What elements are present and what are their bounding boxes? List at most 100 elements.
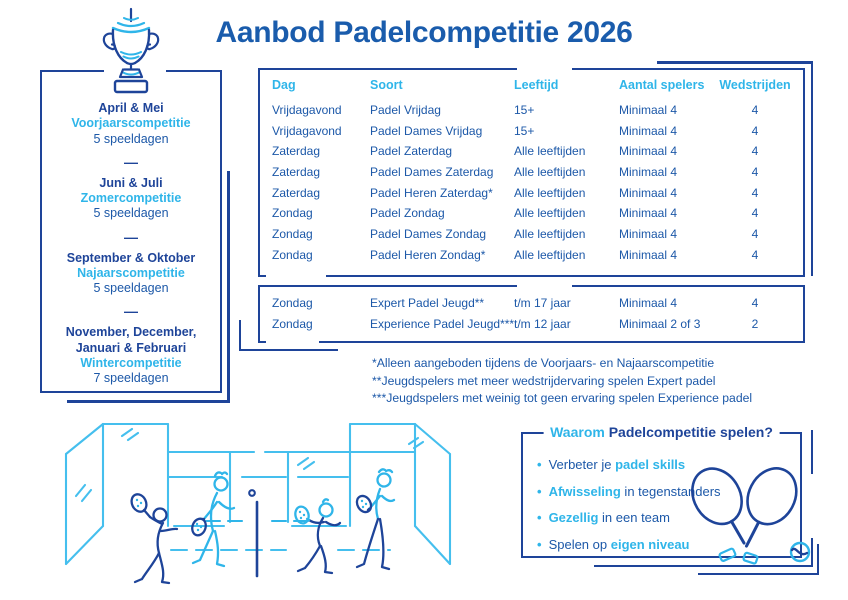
cell-aantal-spelers: Minimaal 4 xyxy=(619,206,678,221)
season-list: April & Mei Voorjaarscompetitie 5 speeld… xyxy=(42,72,220,391)
cell-wedstrijden: 4 xyxy=(751,227,759,242)
table-row: Zondag Experience Padel Jeugd*** t/m 12 … xyxy=(272,317,803,338)
cell-aantal-spelers: Minimaal 4 xyxy=(619,103,678,117)
why-bullet: • Spelen op eigen niveau xyxy=(537,537,721,552)
season-separator: — xyxy=(124,153,138,170)
column-header: Dag xyxy=(272,78,296,92)
border-gap xyxy=(517,282,572,291)
season-months: September & Oktober xyxy=(66,250,196,265)
cell-leeftijd: t/m 17 jaar xyxy=(514,296,571,310)
season-item: November, December, Januari & Februari W… xyxy=(51,325,211,386)
why-bullet-list: • Verbeter je padel skills • Afwisseling… xyxy=(537,457,721,563)
cell-dag: Zondag xyxy=(272,296,313,310)
bullet-text: Gezellig in een team xyxy=(548,510,670,525)
why-offset-corner-1 xyxy=(810,538,813,567)
trophy-icon xyxy=(102,7,160,94)
cell-dag: Zondag xyxy=(272,316,313,331)
cell-leeftijd: Alle leeftijden xyxy=(514,206,586,221)
why-title: Waarom Padelcompetitie spelen? xyxy=(543,424,780,440)
cell-dag: Vrijdagavond xyxy=(272,123,342,138)
youth-table-body: Zondag Expert Padel Jeugd** t/m 17 jaar … xyxy=(272,296,803,337)
table-row: Zondag Expert Padel Jeugd** t/m 17 jaar … xyxy=(272,296,803,317)
season-months: April & Mei xyxy=(98,101,164,115)
bullet-text: Verbeter je padel skills xyxy=(548,457,686,472)
cell-dag: Zondag xyxy=(272,227,313,242)
bullet-icon: • xyxy=(537,483,542,499)
cell-leeftijd: Alle leeftijden xyxy=(514,144,586,159)
border-gap xyxy=(517,65,572,74)
season-separator: — xyxy=(124,228,138,245)
cell-dag: Zaterdag xyxy=(272,144,321,159)
season-name: Wintercompetitie xyxy=(80,355,182,370)
table-row: Vrijdagavond Padel Dames Vrijdag 15+ Min… xyxy=(272,124,803,145)
bullet-text: Afwisseling in tegenstanders xyxy=(548,483,721,499)
table-row: Zaterdag Padel Zaterdag Alle leeftijden … xyxy=(272,144,803,165)
why-offset-line-bottom-2 xyxy=(698,572,819,575)
cell-dag: Zondag xyxy=(272,206,313,221)
table-row: Zondag Padel Zondag Alle leeftijden Mini… xyxy=(272,206,803,227)
table-body: Vrijdagavond Padel Vrijdag 15+ Minimaal … xyxy=(272,103,803,269)
cell-aantal-spelers: Minimaal 4 xyxy=(619,144,678,159)
cell-soort: Expert Padel Jeugd** xyxy=(370,296,485,310)
cell-soort: Padel Vrijdag xyxy=(370,103,441,117)
cell-dag: Zondag xyxy=(272,247,313,262)
season-panel: April & Mei Voorjaarscompetitie 5 speeld… xyxy=(40,7,222,393)
cell-aantal-spelers: Minimaal 4 xyxy=(619,123,678,138)
cell-wedstrijden: 4 xyxy=(751,247,759,262)
why-bullet: • Gezellig in een team xyxy=(537,510,721,525)
footnote: *Alleen aangeboden tijdens de Voorjaars-… xyxy=(372,356,715,370)
player-figure xyxy=(191,471,236,568)
player-figure xyxy=(355,468,396,571)
cell-soort: Padel Heren Zaterdag* xyxy=(370,185,493,200)
cell-wedstrijden: 4 xyxy=(751,185,759,200)
cell-wedstrijden: 4 xyxy=(751,103,759,117)
why-bullet: • Verbeter je padel skills xyxy=(537,457,721,472)
why-offset-corner-2 xyxy=(816,544,819,575)
season-item: April & Mei Voorjaarscompetitie 5 speeld… xyxy=(51,101,211,176)
page-title: Aanbod Padelcompetitie 2026 xyxy=(215,16,633,49)
table-row: Zondag Padel Dames Zondag Alle leeftijde… xyxy=(272,227,803,248)
cell-wedstrijden: 4 xyxy=(751,123,759,138)
youth-table: Zondag Expert Padel Jeugd** t/m 17 jaar … xyxy=(258,282,805,346)
footnote: ***Jeugdspelers met weinig tot geen erva… xyxy=(372,391,753,406)
bullet-icon: • xyxy=(537,536,542,552)
cell-wedstrijden: 4 xyxy=(751,296,759,310)
season-days: 5 speeldagen xyxy=(93,131,169,146)
cell-wedstrijden: 2 xyxy=(751,316,759,331)
cell-leeftijd: 15+ xyxy=(514,123,535,138)
border-gap xyxy=(266,271,326,280)
why-bullet: • Afwisseling in tegenstanders xyxy=(537,484,721,499)
column-header: Aantal spelers xyxy=(619,78,705,92)
cell-dag: Vrijdagavond xyxy=(272,103,342,117)
cell-soort: Padel Dames Vrijdag xyxy=(370,123,483,138)
why-offset-line-bottom-1 xyxy=(594,564,813,567)
why-offset-line-right-top xyxy=(810,430,813,474)
season-name: Najaarscompetitie xyxy=(77,265,185,280)
season-item: September & Oktober Najaarscompetitie 5 … xyxy=(51,251,211,326)
why-title-rest: Padelcompetitie spelen? xyxy=(604,424,773,440)
cell-soort: Padel Heren Zondag* xyxy=(370,247,486,262)
column-header: Leeftijd xyxy=(514,78,559,92)
cell-wedstrijden: 4 xyxy=(751,206,759,221)
season-days: 5 speeldagen xyxy=(93,206,169,221)
table-offset-line-right xyxy=(810,61,813,276)
player-figure xyxy=(294,498,342,575)
youth-offset-line-bottom xyxy=(238,348,338,351)
cell-soort: Padel Zondag xyxy=(370,206,445,221)
cell-leeftijd: Alle leeftijden xyxy=(514,227,586,242)
cell-aantal-spelers: Minimaal 4 xyxy=(619,165,678,180)
table-row: Vrijdagavond Padel Vrijdag 15+ Minimaal … xyxy=(272,103,803,124)
cell-soort: Padel Dames Zaterdag xyxy=(370,165,494,180)
bullet-icon: • xyxy=(537,457,542,472)
border-gap xyxy=(266,337,319,346)
cell-aantal-spelers: Minimaal 4 xyxy=(619,227,678,242)
column-header: Wedstrijden xyxy=(719,78,791,92)
why-panel: Waarom Padelcompetitie spelen? • Verbete… xyxy=(521,424,811,565)
season-separator: — xyxy=(124,303,138,320)
cell-aantal-spelers: Minimaal 2 of 3 xyxy=(619,316,701,331)
season-item: Juni & Juli Zomercompetitie 5 speeldagen… xyxy=(51,176,211,251)
padel-court-illustration xyxy=(64,422,452,585)
